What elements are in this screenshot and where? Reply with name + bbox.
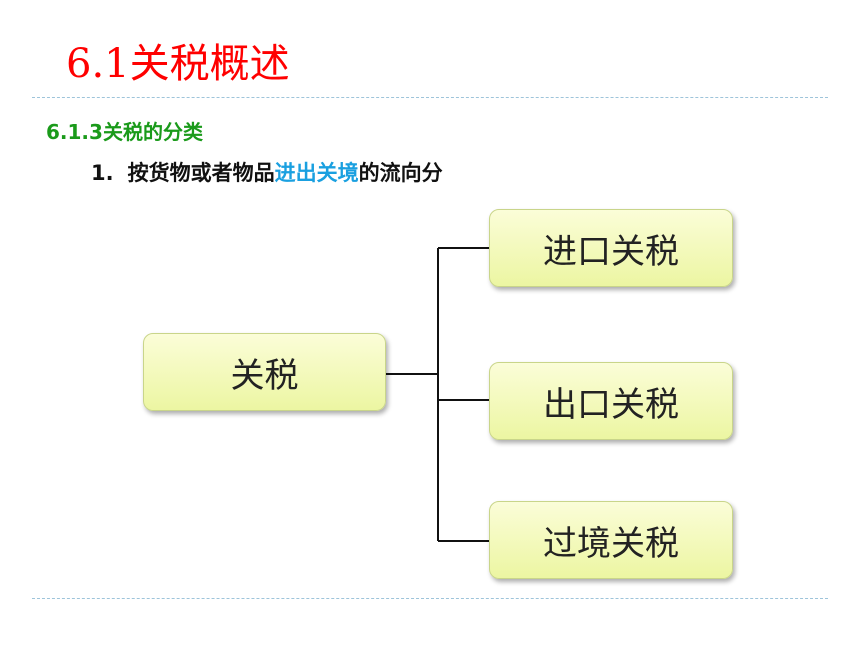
footer-divider [32,598,828,599]
list-item: 1. 按货物或者物品进出关境的流向分 [91,158,443,188]
list-item-number: 1. [91,161,114,185]
child-node-import: 进口关税 [489,209,733,287]
section-subtitle: 6.1.3关税的分类 [46,120,203,144]
list-item-text-before: 按货物或者物品 [127,161,275,185]
title-divider [32,97,828,98]
slide-title: 6.1关税概述 [66,41,290,87]
root-node: 关税 [143,333,386,411]
child-node-export: 出口关税 [489,362,733,440]
child-node-transit: 过境关税 [489,501,733,579]
list-item-text-after: 的流向分 [358,161,443,185]
list-item-highlight: 进出关境 [274,161,359,185]
